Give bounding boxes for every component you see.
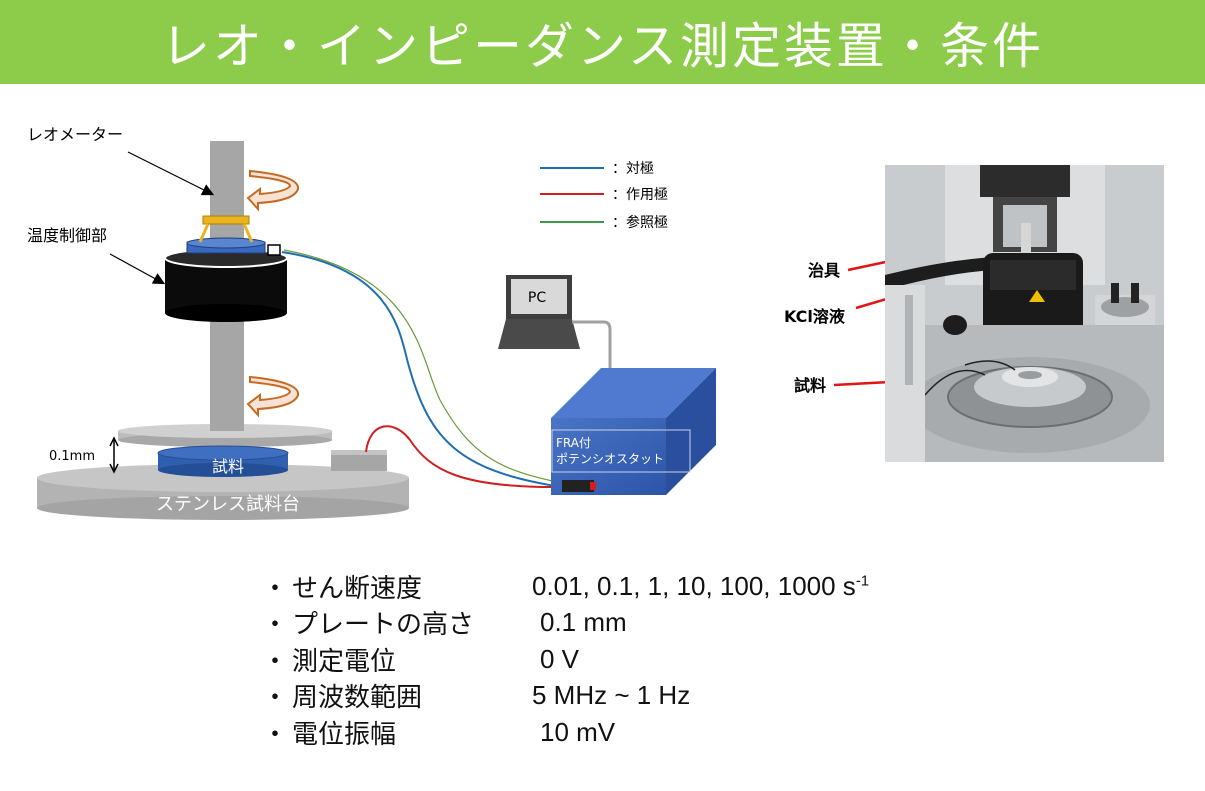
header-bar: レオ・インピーダンス測定装置・条件 xyxy=(0,0,1205,84)
condition-label: せん断速度 xyxy=(292,573,423,604)
condition-row: ・ 周波数範囲 5 MHz ~ 1 Hz xyxy=(262,678,962,715)
sample-label: 試料 xyxy=(212,457,244,476)
condition-value: 5 MHz ~ 1 Hz xyxy=(532,680,691,711)
rheometer-photo xyxy=(885,165,1164,462)
bullet: ・ xyxy=(262,683,289,714)
counter-electrode-cable xyxy=(281,251,556,487)
stainless-stage xyxy=(37,464,409,520)
stage-label: ステンレス試料台 xyxy=(156,494,300,515)
bullet: ・ xyxy=(262,610,289,641)
legend-counter: ：対極 xyxy=(612,161,654,177)
condition-value: 0 V xyxy=(540,643,580,674)
potentiostat-box xyxy=(551,368,716,495)
bullet: ・ xyxy=(262,719,289,750)
condition-row: ・ 測定電位 0 V xyxy=(262,641,962,678)
condition-label: 測定電位 xyxy=(292,646,397,677)
electrode-connector xyxy=(331,450,387,471)
sample-disc xyxy=(157,445,289,477)
condition-label: 周波数範囲 xyxy=(292,683,423,714)
condition-value: 0.1 mm xyxy=(540,607,627,638)
device-label-line2: ポテンシオスタット xyxy=(556,452,664,466)
condition-row: ・ 電位振幅 10 mV xyxy=(262,714,962,751)
legend: ：対極 ：作用極 ：参照極 xyxy=(540,161,668,231)
jig xyxy=(198,215,254,243)
device-label-line1: FRA付 xyxy=(556,436,591,450)
page-title: レオ・インピーダンス測定装置・条件 xyxy=(160,17,1045,75)
reference-electrode-cable xyxy=(283,249,558,483)
pc-label: PC xyxy=(528,290,546,306)
pc-cable xyxy=(572,320,612,372)
conditions-list: ・ せん断速度 0.01, 0.1, 1, 10, 100, 1000 s-1 … xyxy=(262,568,962,751)
temperature-control-label: 温度制御部 xyxy=(27,226,107,245)
rotation-arrow-icon xyxy=(246,169,299,212)
photo-label-sample: 試料 xyxy=(794,376,826,395)
condition-value: 0.01, 0.1, 1, 10, 100, 1000 s-1 xyxy=(532,570,870,601)
legend-reference: ：参照極 xyxy=(612,214,668,231)
gap-label: 0.1mm xyxy=(49,449,95,464)
gap-indicator xyxy=(109,436,119,474)
rheometer-label: レオメーター xyxy=(27,125,123,144)
legend-working: ：作用極 xyxy=(612,187,668,203)
condition-value: 10 mV xyxy=(540,716,616,747)
photo-label-kcl: KCl溶液 xyxy=(784,307,846,326)
pointer-arrow xyxy=(109,253,166,285)
apparatus-diagram: 0.1mm レオメーター 温度制御部 試料 ステンレス試料台 ：対極 ：作用極 … xyxy=(27,125,1030,520)
pointer-arrow xyxy=(127,151,215,196)
unit-exponent: -1 xyxy=(855,572,870,590)
rotation-arrow-icon xyxy=(246,375,299,418)
condition-label: プレートの高さ xyxy=(292,610,475,641)
condition-row: ・ せん断速度 0.01, 0.1, 1, 10, 100, 1000 s-1 xyxy=(262,568,962,605)
bullet: ・ xyxy=(262,573,289,604)
laptop-pc xyxy=(498,275,580,349)
bullet: ・ xyxy=(262,646,289,677)
photo-label-jig: 治具 xyxy=(808,261,840,280)
working-electrode-cable xyxy=(365,425,563,489)
temperature-control-unit xyxy=(164,237,288,322)
condition-label: 電位振幅 xyxy=(292,719,397,750)
condition-row: ・ プレートの高さ 0.1 mm xyxy=(262,605,962,642)
